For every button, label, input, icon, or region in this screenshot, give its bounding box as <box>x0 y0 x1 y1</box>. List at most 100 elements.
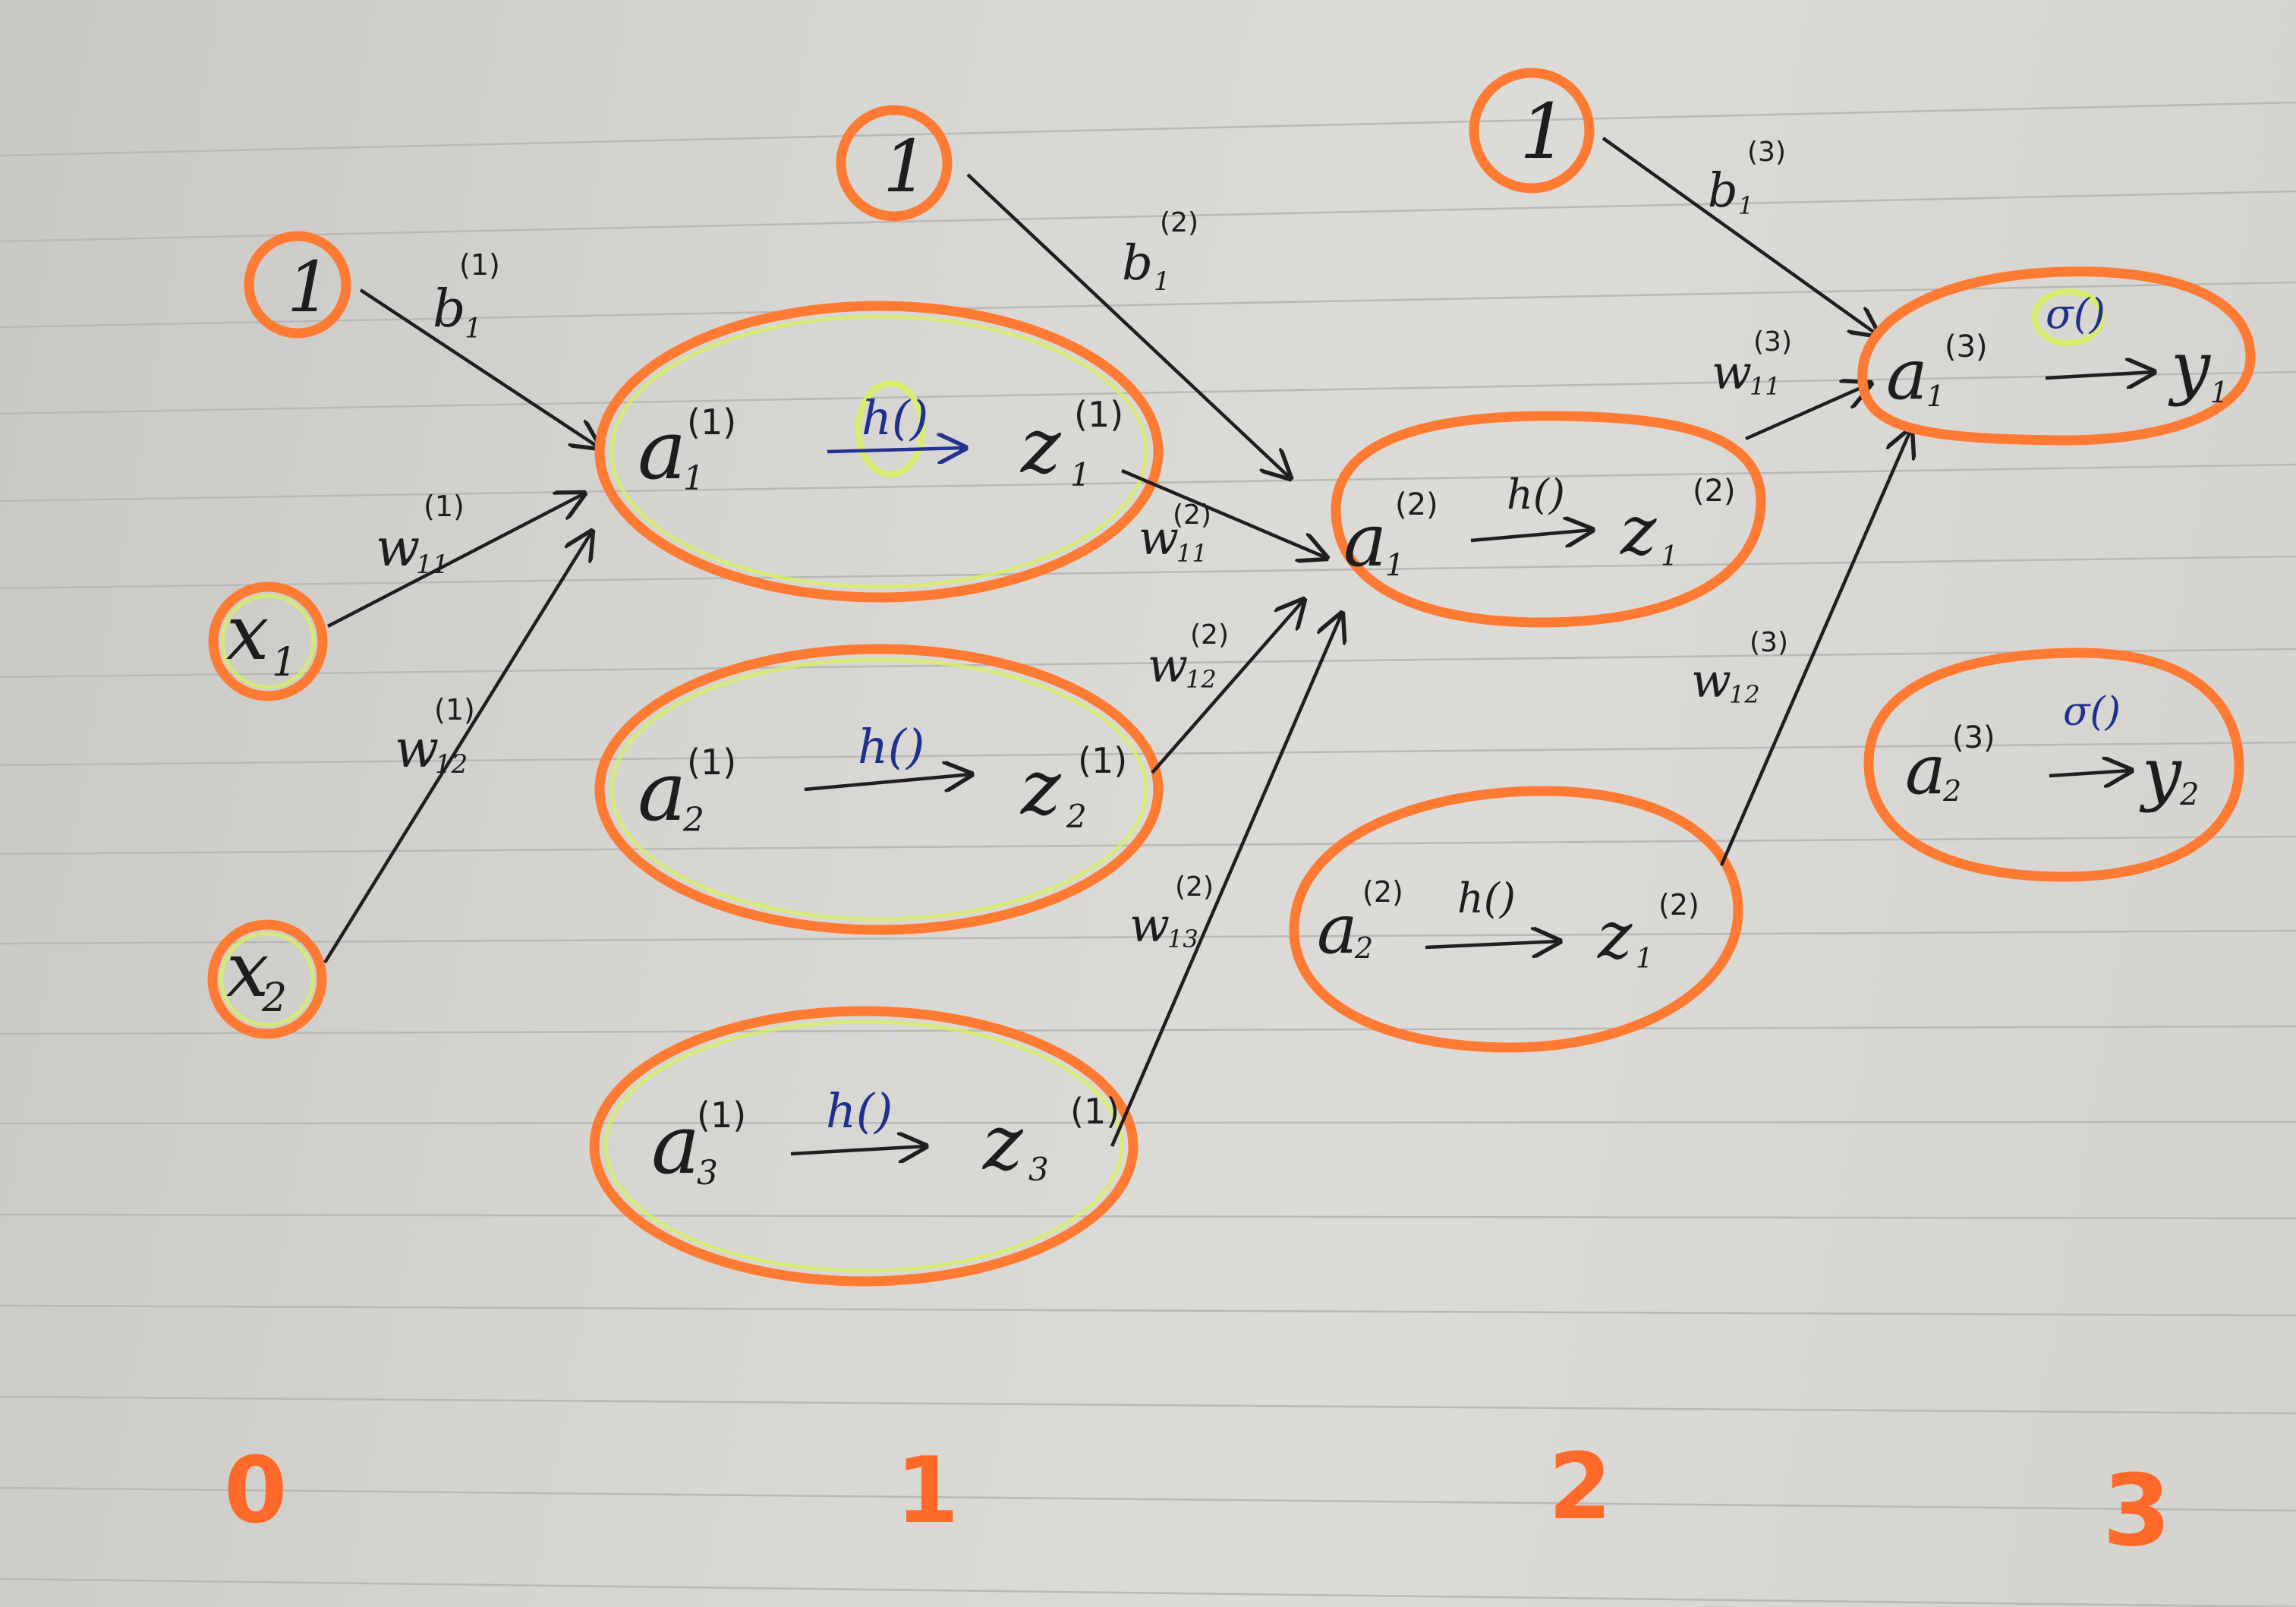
svg-text:1: 1 <box>1661 541 1678 572</box>
svg-text:h(): h() <box>826 1083 893 1139</box>
svg-text:(1): (1) <box>424 490 465 523</box>
node-outline <box>1857 266 2256 446</box>
svg-text:σ(): σ() <box>2046 290 2105 338</box>
x2-sub: 2 <box>261 975 287 1021</box>
layer-0-bias-node: 1 <box>244 231 351 339</box>
layer-label-3: 3 <box>2102 1453 2171 1568</box>
activation-arrow <box>1470 530 1592 540</box>
layer-2-node-1: a 1 (2) h() z 1 (2) <box>1331 411 1766 628</box>
svg-text:w: w <box>1148 638 1188 693</box>
svg-text:y: y <box>2139 733 2182 814</box>
x1-sub: 1 <box>272 640 297 685</box>
svg-text:1: 1 <box>465 314 482 345</box>
svg-text:11: 11 <box>1750 372 1781 401</box>
svg-text:(1): (1) <box>434 693 475 726</box>
bias-value: 1 <box>287 247 332 328</box>
layer-2-edges <box>1602 137 1911 866</box>
label-w11-layer1: w 11 (2) <box>1139 499 1211 568</box>
input-node-x2: x 2 <box>207 919 327 1039</box>
svg-text:12: 12 <box>435 749 468 780</box>
svg-text:w: w <box>395 720 439 780</box>
svg-text:2: 2 <box>1354 931 1373 965</box>
svg-text:a: a <box>651 1098 700 1193</box>
svg-text:z: z <box>1620 491 1657 571</box>
highlight-mark <box>2032 288 2105 346</box>
svg-text:13: 13 <box>1167 925 1198 953</box>
svg-text:(2): (2) <box>1160 207 1198 238</box>
layer-0-edges <box>323 288 600 964</box>
layer-2-node-2: a 2 (2) h() z 1 (2) <box>1289 786 1743 1053</box>
activation-arrow <box>1425 941 1560 947</box>
svg-text:2: 2 <box>2179 777 2199 812</box>
layer-label-1: 1 <box>896 1438 959 1544</box>
edge-w12-layer2 <box>1151 600 1304 774</box>
edge-w11-layer1 <box>326 493 584 628</box>
svg-text:z: z <box>1597 898 1633 974</box>
layer-number-labels: 0 1 2 3 <box>224 1435 2171 1568</box>
label-w12-layer0: w 12 (1) <box>395 693 475 780</box>
svg-text:(1): (1) <box>687 742 736 783</box>
svg-text:a: a <box>1343 498 1387 583</box>
label-w13-layer1: w 13 (2) <box>1129 871 1214 953</box>
bias-value: 1 <box>1520 87 1568 176</box>
label-w11-layer2: w 11 (3) <box>1712 326 1792 401</box>
svg-text:h(): h() <box>858 719 924 774</box>
output-node-2: a 2 (3) σ() y 2 <box>1863 648 2244 882</box>
svg-text:z: z <box>1020 402 1062 490</box>
x1-base: x <box>226 588 269 677</box>
edge-b1-layer1 <box>359 288 600 448</box>
svg-text:1: 1 <box>1070 456 1091 493</box>
svg-text:2: 2 <box>1942 774 1961 808</box>
svg-text:11: 11 <box>416 550 449 580</box>
svg-text:(2): (2) <box>1175 871 1214 903</box>
svg-text:(1): (1) <box>1074 394 1123 435</box>
label-w11-layer0: w 11 (1) <box>376 490 465 580</box>
svg-text:1: 1 <box>1385 548 1404 583</box>
svg-text:(1): (1) <box>1078 740 1127 781</box>
output-node-1: a 1 (3) σ() y 1 <box>1857 266 2256 446</box>
ruled-lines <box>0 101 2296 1607</box>
svg-text:h(): h() <box>1507 471 1565 518</box>
label-b1-layer0: b 1 (1) <box>433 248 500 345</box>
layer-1-node-1: a 1 (1) h() z 1 (1) <box>594 301 1164 603</box>
activation-arrow <box>804 774 972 789</box>
svg-text:σ(): σ() <box>2063 689 2121 735</box>
label-b1-layer2: b 1 (3) <box>1708 137 1786 220</box>
svg-text:a: a <box>1886 334 1928 415</box>
layer-1-bias-node: 1 <box>836 105 953 222</box>
svg-text:a: a <box>638 745 686 840</box>
svg-text:(1): (1) <box>687 402 736 443</box>
svg-text:a: a <box>638 403 686 498</box>
edge-w12-layer1 <box>323 531 592 964</box>
svg-text:1: 1 <box>1926 380 1945 413</box>
svg-text:(1): (1) <box>697 1095 746 1136</box>
input-node-x1: x 1 <box>208 581 328 701</box>
svg-text:z: z <box>1020 743 1062 832</box>
activation-arrow <box>790 1146 926 1154</box>
svg-text:h(): h() <box>1457 874 1516 922</box>
svg-text:w: w <box>1712 345 1752 400</box>
node-outline <box>1863 648 2244 882</box>
svg-text:2: 2 <box>682 801 704 840</box>
svg-text:12: 12 <box>1186 665 1217 694</box>
svg-text:(1): (1) <box>459 248 500 282</box>
node-outline <box>1289 786 1743 1053</box>
activation-arrow <box>2049 770 2131 776</box>
activation-arrow <box>2045 372 2154 378</box>
svg-text:w: w <box>1129 897 1170 953</box>
svg-text:w: w <box>1691 653 1731 708</box>
svg-text:(3): (3) <box>1750 627 1788 658</box>
edge-b1-layer3 <box>1602 137 1879 336</box>
svg-text:1: 1 <box>1154 266 1170 297</box>
svg-text:11: 11 <box>1176 539 1208 568</box>
layer-1-node-3: a 3 (1) h() z 3 (1) <box>589 1006 1139 1287</box>
svg-text:(2): (2) <box>1395 487 1438 522</box>
svg-text:3: 3 <box>1028 1151 1049 1188</box>
label-w12-layer1: w 12 (2) <box>1148 619 1229 694</box>
svg-text:b: b <box>1708 162 1738 218</box>
edge-b1-layer2 <box>966 173 1290 478</box>
svg-text:b: b <box>1122 235 1153 291</box>
svg-text:(3): (3) <box>1952 720 1995 755</box>
